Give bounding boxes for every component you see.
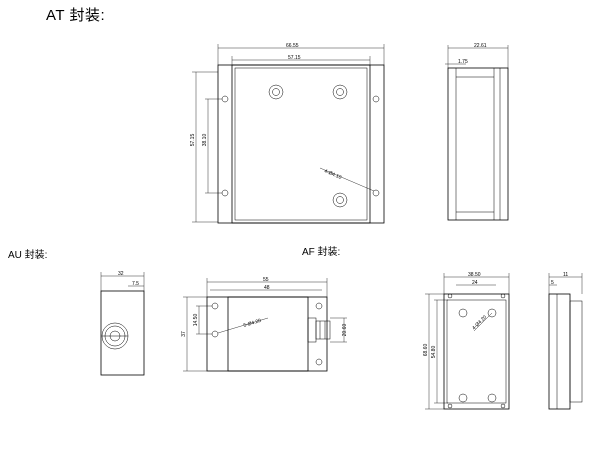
af-depth-label: 11 [563, 272, 568, 278]
af-inner-height-label: 54.80 [431, 346, 437, 359]
at-hole-spacing-label: 38.10 [202, 134, 208, 147]
at-overall-width-label: 66.55 [286, 43, 299, 49]
page-title: AT 封装: [46, 7, 106, 24]
af-inner-width-label: 24 [472, 280, 478, 286]
screw-boss-inner [336, 88, 344, 96]
af-hole-callout: 4-Ø4.20 [471, 314, 488, 331]
au-package-label: AU 封装: [8, 250, 48, 261]
au-depth-label: 32 [118, 271, 124, 277]
screw-boss-icon [332, 192, 348, 208]
au-hole-callout: 5-Ø4.20 [243, 318, 262, 329]
af-flange-label: 5 [551, 280, 554, 286]
af-side-lid [569, 300, 583, 403]
au-overall-width-label: 55 [263, 277, 269, 283]
mounting-hole-icon [372, 189, 380, 197]
mounting-hole-icon [221, 95, 229, 103]
au-side-body [100, 290, 145, 376]
at-overall-height-label: 57.15 [190, 134, 196, 147]
af-side-body [548, 293, 571, 410]
mounting-hole-icon [500, 293, 506, 299]
mounting-hole-icon [372, 95, 380, 103]
at-depth-label: 22.61 [474, 43, 487, 49]
mounting-hole-icon [221, 189, 229, 197]
mounting-hole-icon [447, 403, 453, 409]
at-hole-callout: 4-Ø4.10 [323, 168, 342, 181]
mounting-hole-icon [500, 403, 506, 409]
au-side-view: 32 7.5 [100, 271, 145, 376]
screw-boss-inner [272, 88, 280, 96]
af-package-label: AF 封装: [302, 247, 341, 258]
screw-boss-icon [458, 308, 468, 318]
au-inner-width-label: 48 [264, 285, 270, 291]
mounting-hole-icon [315, 302, 323, 310]
af-overall-width-label: 38.50 [468, 272, 481, 278]
screw-boss-icon [332, 84, 348, 100]
connector-icon [307, 317, 331, 343]
au-connector-height-label: 20.60 [342, 324, 348, 337]
au-hole-spacing-label: 14.50 [193, 314, 199, 327]
at-side-body [447, 67, 509, 221]
at-flange-label: 1.75 [458, 59, 468, 65]
au-body-outline [227, 296, 309, 372]
screw-boss-icon [487, 393, 497, 403]
screw-boss-icon [268, 84, 284, 100]
mounting-hole-icon [211, 330, 219, 338]
au-overall-height-label: 37 [181, 331, 187, 337]
af-body-inner [446, 299, 507, 404]
at-flange-outline [217, 64, 385, 224]
screw-boss-inner [336, 196, 344, 204]
au-offset-label: 7.5 [132, 281, 139, 287]
mounting-hole-icon [447, 293, 453, 299]
leader-line [473, 312, 493, 332]
screw-boss-icon [458, 393, 468, 403]
mounting-hole-icon [211, 302, 219, 310]
af-side-view: 11 5 [548, 272, 583, 410]
cable-gland-icon [101, 322, 129, 350]
au-flange-outline [206, 296, 328, 372]
at-body-outline [231, 64, 371, 224]
af-body-outline [443, 293, 510, 410]
leader-line [217, 317, 269, 334]
au-front-view: 55 48 37 14.50 5-Ø4.20 20.60 [181, 277, 348, 372]
at-inner-width-label: 57.15 [288, 55, 301, 61]
af-front-view: 38.50 24 68.60 54.80 4-Ø4.20 [423, 272, 510, 410]
leader-line [319, 167, 375, 192]
at-side-view: 22.61 1.75 [445, 43, 509, 221]
mounting-hole-icon [315, 358, 323, 366]
at-body-inner [234, 67, 368, 221]
at-front-view: 66.55 57.15 57.15 38.10 4-Ø4.10 [190, 43, 385, 224]
screw-boss-icon [487, 308, 497, 318]
af-overall-height-label: 68.60 [423, 344, 429, 357]
